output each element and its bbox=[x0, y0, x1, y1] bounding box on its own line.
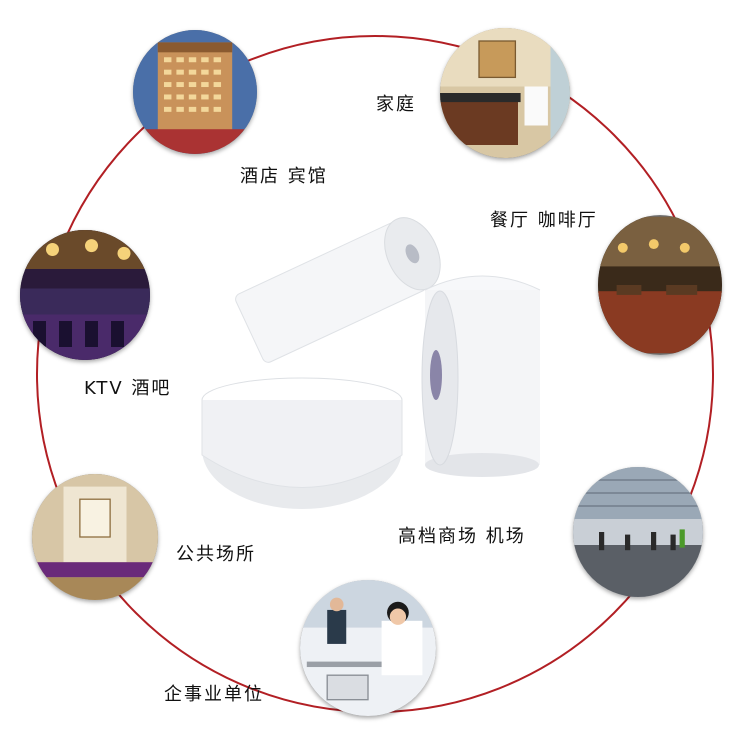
label-mall: 高档商场 机场 bbox=[398, 526, 526, 547]
label-public: 公共场所 bbox=[176, 544, 256, 565]
toilet-paper-rolls bbox=[201, 217, 541, 509]
label-ktv: KTV 酒吧 bbox=[84, 378, 172, 399]
label-office: 企事业单位 bbox=[164, 684, 264, 705]
label-restaurant: 餐厅 咖啡厅 bbox=[490, 210, 598, 231]
airport-photo bbox=[573, 467, 703, 597]
label-home: 家庭 bbox=[376, 94, 416, 115]
home-bathroom-photo bbox=[440, 28, 570, 158]
public-restroom-photo bbox=[32, 474, 158, 600]
label-hotel: 酒店 宾馆 bbox=[240, 166, 328, 187]
office-photo bbox=[300, 580, 436, 716]
hotel-photo bbox=[133, 30, 257, 154]
ktv-bar-photo bbox=[20, 230, 150, 360]
restaurant-photo bbox=[598, 215, 722, 355]
